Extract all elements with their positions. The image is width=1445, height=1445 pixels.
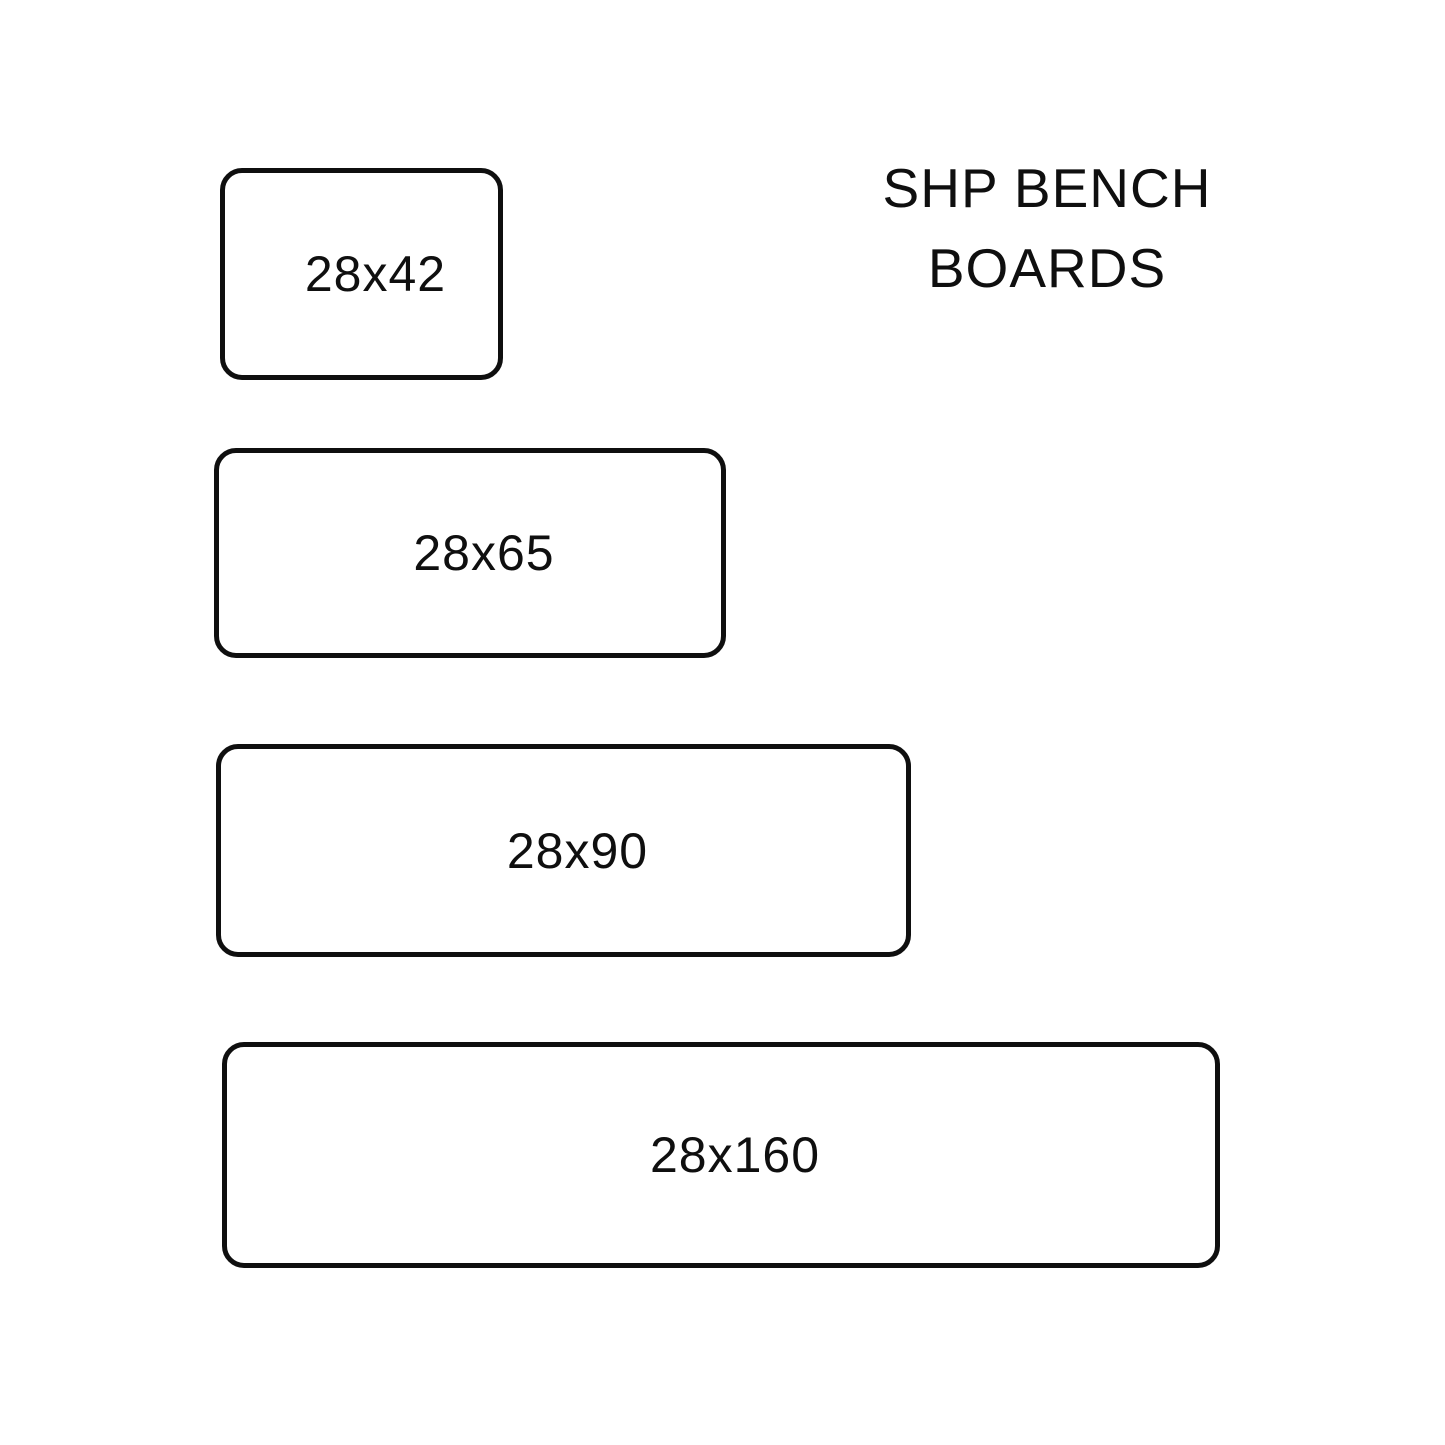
- bench-board: 28x90: [216, 744, 911, 957]
- board-size-label: 28x42: [304, 246, 447, 302]
- board-size-label: 28x65: [413, 525, 555, 581]
- diagram-title-line1: SHP BENCH: [882, 157, 1212, 219]
- board-size-label: 28x160: [649, 1127, 821, 1183]
- board-size-label: 28x90: [506, 822, 649, 879]
- bench-board: 28x65: [214, 448, 726, 658]
- bench-board: 28x160: [222, 1042, 1220, 1268]
- diagram-title-line2: BOARDS: [927, 237, 1167, 299]
- diagram-title: SHP BENCH BOARDS: [847, 148, 1247, 308]
- bench-board: 28x42: [220, 168, 503, 380]
